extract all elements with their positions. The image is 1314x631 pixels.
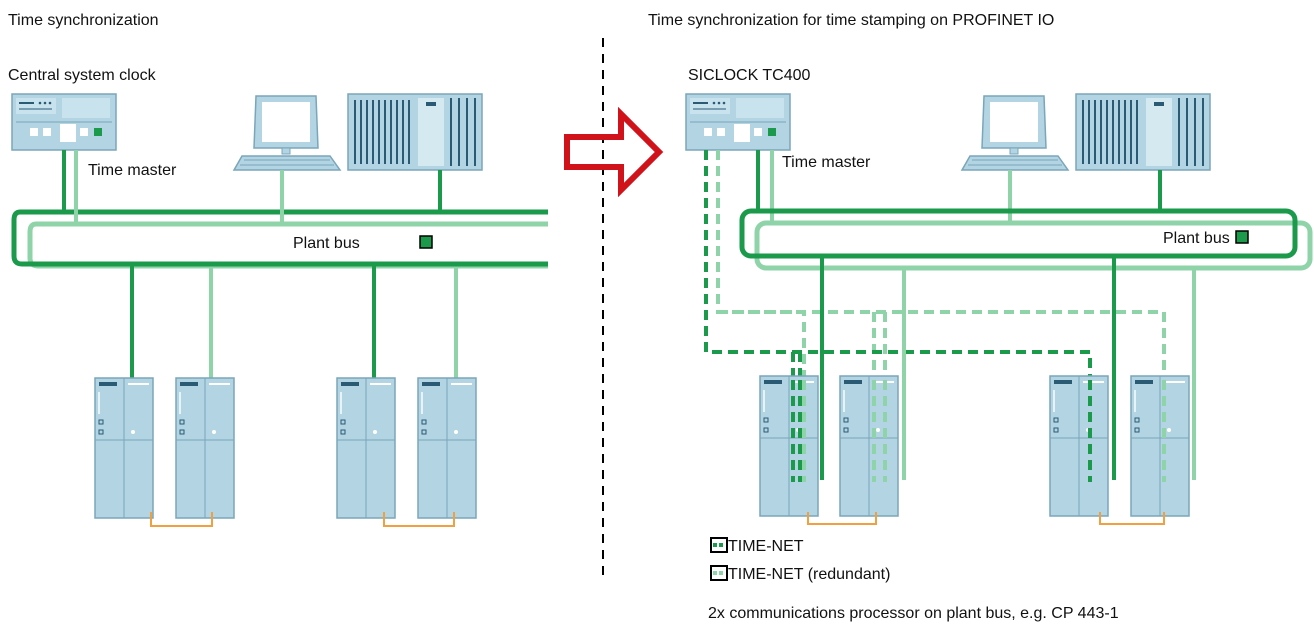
- legend-time-net-redundant-swatch-icon: [710, 565, 728, 581]
- controller-cpu-icon: [175, 377, 235, 519]
- controller-cpu-icon: [1049, 375, 1109, 517]
- time-master-label-left: Time master: [88, 162, 177, 179]
- plant-bus-marker-icon: [419, 235, 433, 249]
- plant-bus-label-right: Plant bus: [1163, 230, 1230, 247]
- siclock-label: SICLOCK TC400: [688, 67, 811, 84]
- right-panel-title: Time synchronization for time stamping o…: [648, 12, 1054, 29]
- footnote: 2x communications processor on plant bus…: [708, 605, 1119, 622]
- server-rack-icon: [1075, 93, 1211, 171]
- right-bus-drops-upper: [756, 150, 1162, 224]
- legend-time-net-swatch-icon: [710, 537, 728, 553]
- central-clock-label: Central system clock: [8, 67, 157, 84]
- server-rack-icon: [347, 93, 483, 171]
- controller-cpu-icon: [336, 377, 396, 519]
- redundancy-link-right: [807, 512, 1165, 525]
- legend-time-net-redundant-label: TIME-NET (redundant): [728, 566, 890, 583]
- controller-cpu-icon: [417, 377, 477, 519]
- clock-device-icon: [685, 93, 791, 151]
- transition-arrow-icon: [564, 106, 664, 198]
- time-net-line-foreground: [791, 380, 1166, 482]
- controller-cpu-icon: [94, 377, 154, 519]
- controller-cpu-icon: [759, 375, 819, 517]
- plant-bus-marker-icon: [1235, 230, 1249, 244]
- time-master-label-right: Time master: [782, 154, 871, 171]
- workstation-icon: [233, 95, 341, 171]
- plant-bus-label-left: Plant bus: [293, 235, 360, 252]
- legend-time-net-label: TIME-NET: [728, 538, 804, 555]
- clock-device-icon: [11, 93, 117, 151]
- plant-bus-right: [739, 208, 1313, 271]
- workstation-icon: [961, 95, 1069, 171]
- redundancy-link-left: [150, 512, 455, 527]
- right-bus-drops-lower: [820, 255, 1196, 480]
- plant-bus-left: [11, 209, 548, 269]
- controller-cpu-icon: [1130, 375, 1190, 517]
- left-panel-title: Time synchronization: [8, 12, 159, 29]
- controller-cpu-icon: [839, 375, 899, 517]
